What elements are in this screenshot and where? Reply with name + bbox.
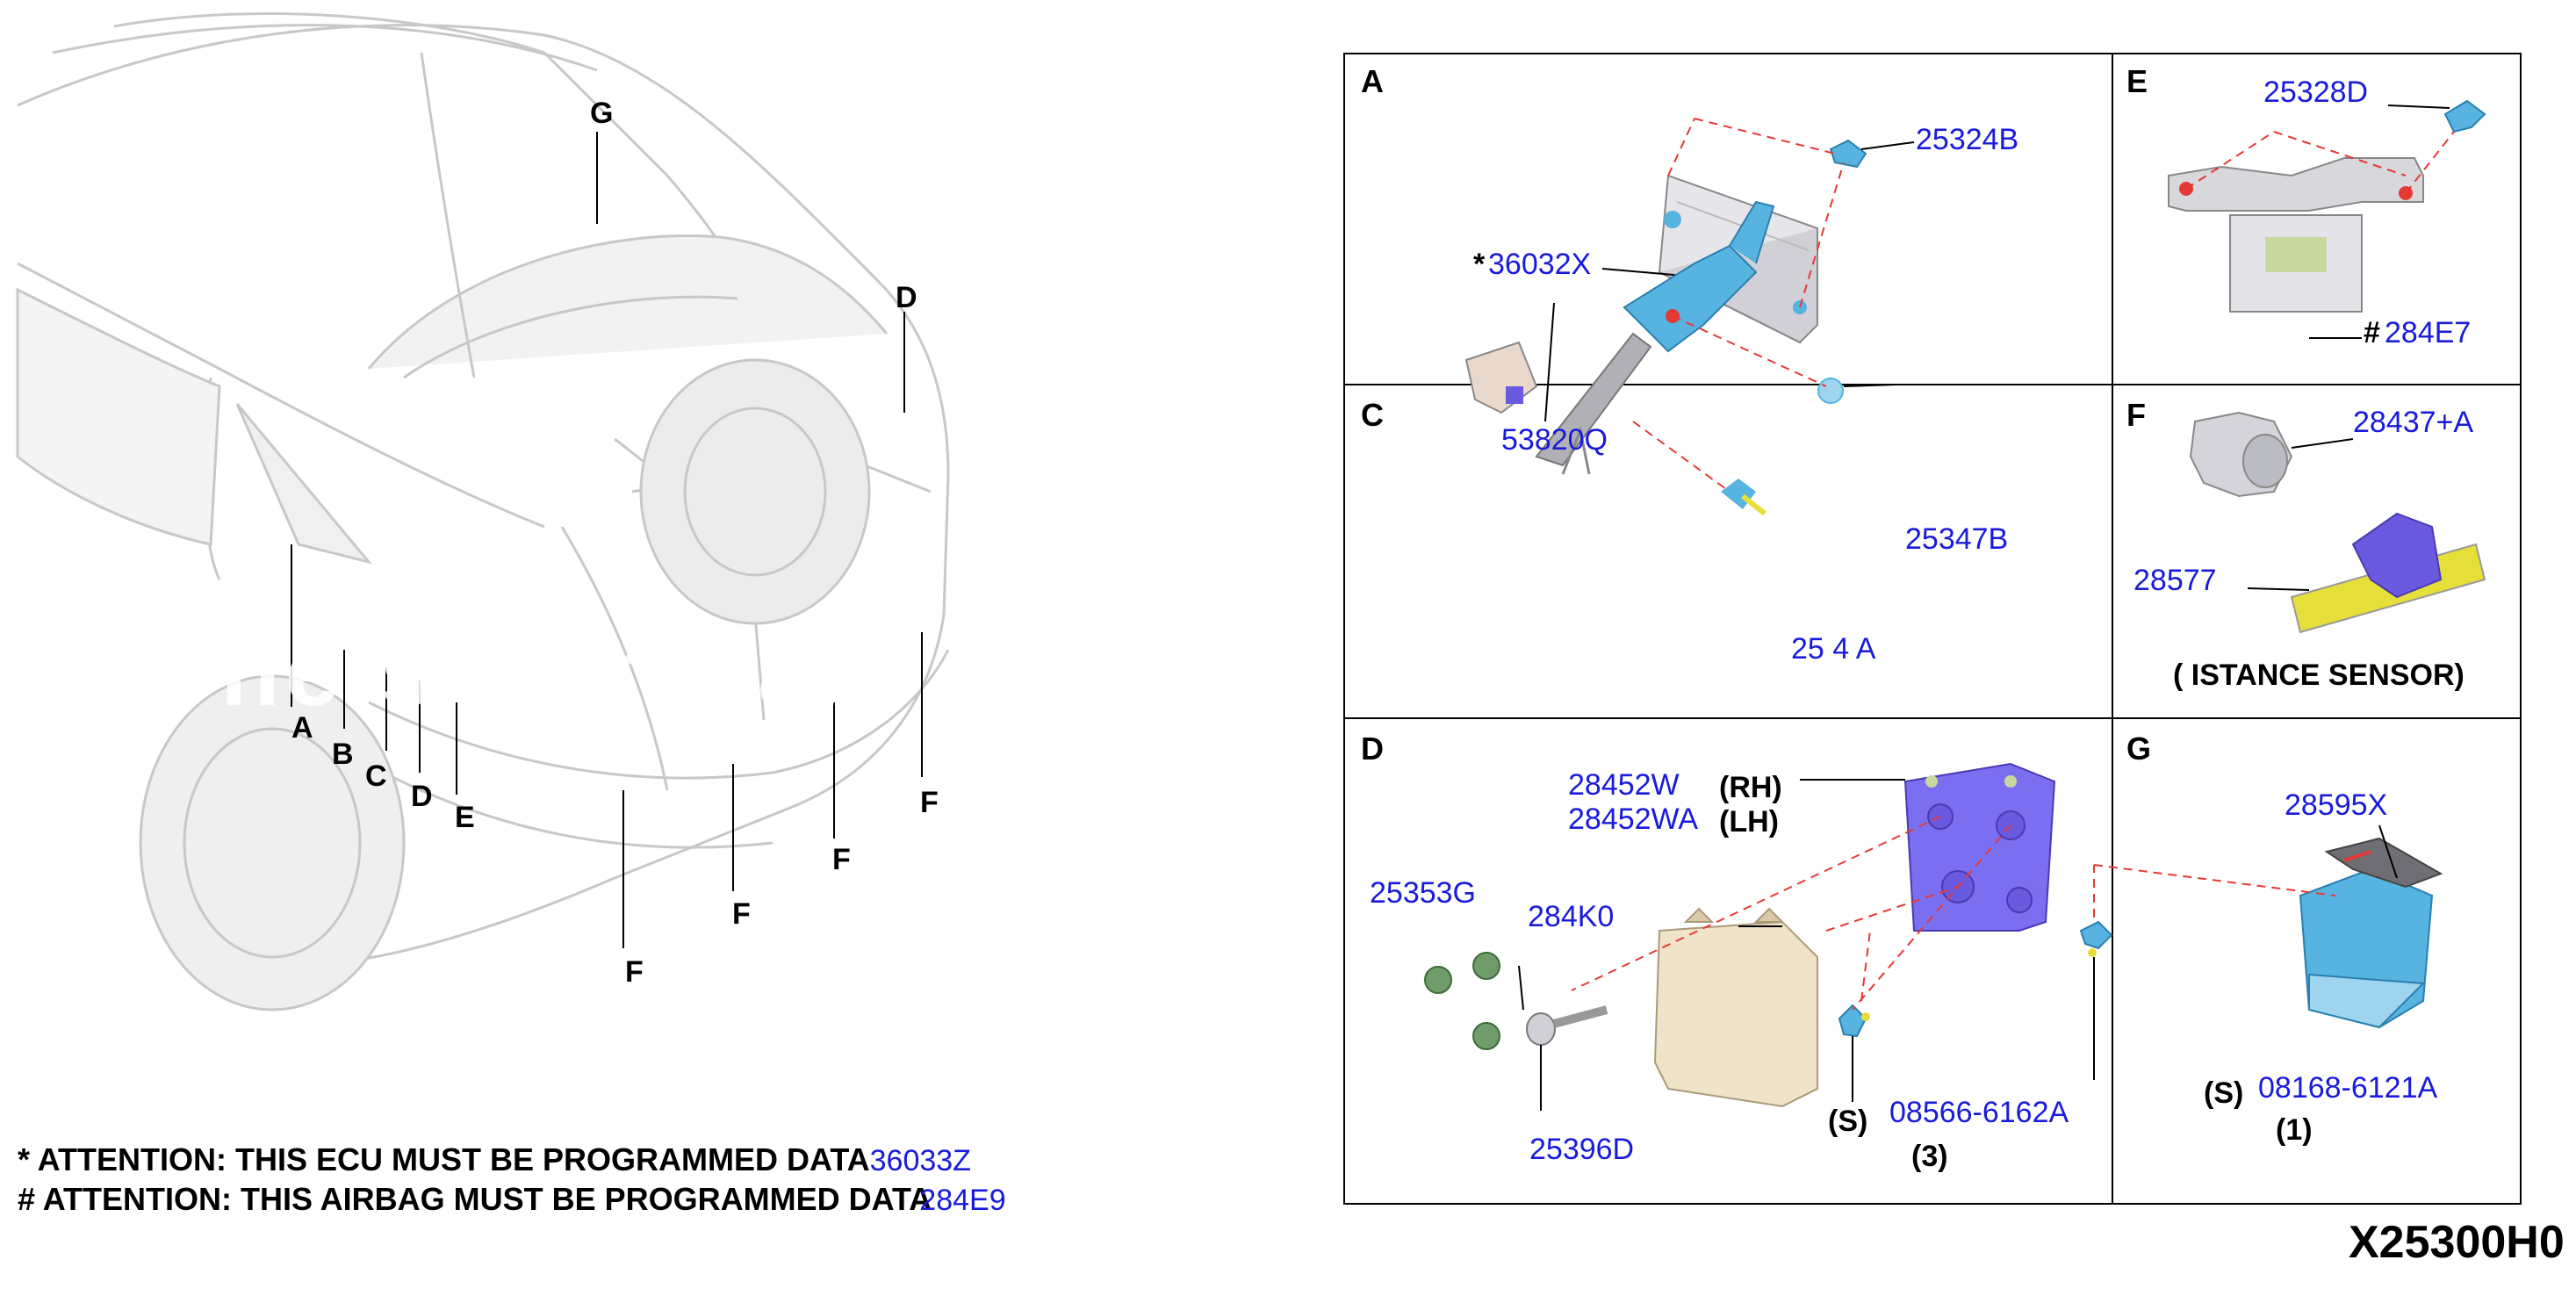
- part-28452wa[interactable]: 28452WA: [1568, 803, 1699, 836]
- part-284e7[interactable]: 284E7: [2385, 316, 2472, 349]
- part-284k0[interactable]: 284K0: [1528, 900, 1615, 933]
- panel-c-letter: C: [1361, 397, 1384, 433]
- detail-panels: A E C F D G 25324B * 36032X 25328D # 284…: [1343, 53, 2555, 1212]
- part-08566-6162a[interactable]: 08566-6162A: [1889, 1096, 2069, 1129]
- part-53820q[interactable]: 53820Q: [1501, 423, 1608, 457]
- callout-f-3: F: [832, 843, 851, 876]
- part-25353g[interactable]: 25353G: [1370, 876, 1476, 910]
- part-28437-a[interactable]: 28437+A: [2353, 406, 2474, 439]
- callout-b: B: [332, 738, 354, 771]
- vehicle-drawing: G D A B C D E F F F F: [16, 12, 950, 1011]
- quantity-g: (1): [2276, 1113, 2313, 1147]
- panel-grid: [1343, 53, 2522, 1205]
- panel-g-letter: G: [2126, 731, 2152, 767]
- standard-part-mark-d: (S): [1828, 1105, 1868, 1138]
- airbag-attention-code: 284E9: [919, 1184, 1006, 1217]
- callout-c: C: [365, 759, 387, 793]
- ecu-attention-code: 36033Z: [869, 1144, 971, 1177]
- ecu-attention-text: * ATTENTION: THIS ECU MUST BE PROGRAMMED…: [18, 1141, 870, 1177]
- part-28577[interactable]: 28577: [2133, 564, 2217, 597]
- callout-f-2: F: [732, 897, 751, 931]
- callout-d-top: D: [896, 281, 917, 314]
- watermark-text: Offers Merchant A: [140, 616, 1004, 726]
- programmed-ecu-mark: *: [1473, 248, 1486, 281]
- panel-e-letter: E: [2126, 63, 2148, 99]
- rh-label: (RH): [1719, 771, 1782, 804]
- part-08168-6121a[interactable]: 08168-6121A: [2258, 1071, 2438, 1105]
- airbag-attention-text: # ATTENTION: THIS AIRBAG MUST BE PROGRAM…: [18, 1181, 932, 1217]
- part-28452w[interactable]: 28452W: [1568, 768, 1680, 802]
- part-36032x[interactable]: 36032X: [1488, 248, 1592, 281]
- callout-g: G: [590, 97, 613, 130]
- part-25328d[interactable]: 25328D: [2263, 76, 2369, 109]
- panel-d-letter: D: [1361, 731, 1384, 767]
- diagram-code: X25300H0: [2349, 1217, 2565, 1268]
- part-25396d[interactable]: 25396D: [1529, 1133, 1635, 1166]
- panel-g-drawing: [2079, 824, 2443, 1080]
- callout-e: E: [455, 801, 475, 834]
- panel-f-letter: F: [2126, 397, 2146, 433]
- part-28595x[interactable]: 28595X: [2285, 788, 2388, 822]
- panel-d-drawing: [1424, 762, 2056, 1111]
- standard-part-mark-g: (S): [2204, 1076, 2244, 1110]
- vehicle-overview: G D A B C D E F F F F Offers Merchant A …: [16, 12, 1006, 1218]
- callout-d: D: [411, 780, 433, 813]
- panel-f-drawing: [2189, 411, 2486, 634]
- ecu-attention-note: * ATTENTION: THIS ECU MUST BE PROGRAMMED…: [18, 1141, 971, 1178]
- callout-f-1: F: [625, 955, 644, 989]
- programmed-airbag-mark: #: [2364, 316, 2380, 349]
- part-25347b[interactable]: 25347B: [1905, 522, 2009, 556]
- part-25-4-a[interactable]: 25 4 A: [1791, 632, 1876, 666]
- airbag-attention-note: # ATTENTION: THIS AIRBAG MUST BE PROGRAM…: [18, 1181, 1006, 1218]
- callout-f-4: F: [920, 786, 939, 819]
- panel-e-drawing: [2168, 99, 2486, 339]
- part-25324b[interactable]: 25324B: [1916, 123, 2019, 156]
- callout-a: A: [291, 711, 313, 745]
- quantity-d: (3): [1911, 1140, 1948, 1173]
- lh-label: (LH): [1719, 805, 1779, 839]
- panel-a-letter: A: [1361, 63, 1384, 99]
- panel-c-drawing: [1464, 200, 1897, 516]
- distance-sensor-note: ( ISTANCE SENSOR): [2173, 659, 2464, 692]
